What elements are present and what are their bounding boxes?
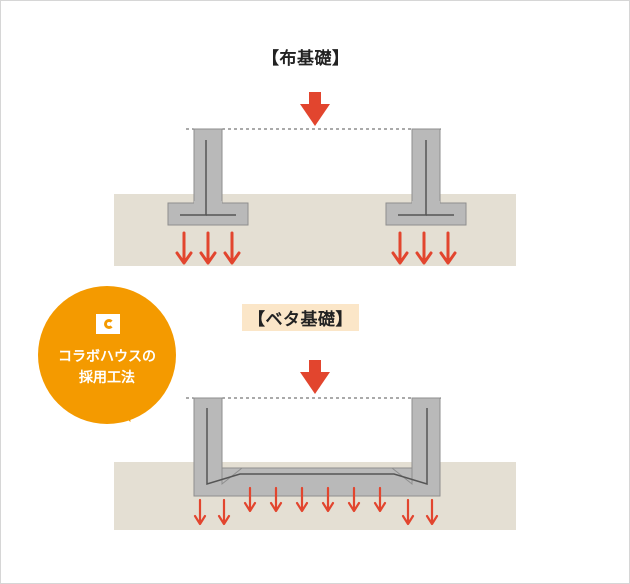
nuno-right-footing xyxy=(385,128,467,226)
nuno-load-arrow-icon xyxy=(300,92,330,126)
beta-kiso-diagram xyxy=(114,360,516,530)
badge-text-line2: 採用工法 xyxy=(79,370,135,386)
nuno-reaction-arrows xyxy=(175,231,457,265)
beta-rebar xyxy=(206,408,428,486)
adopted-method-badge xyxy=(38,286,176,424)
nuno-kiso-diagram xyxy=(114,92,516,266)
badge-text-line1: コラボハウスの xyxy=(58,349,156,365)
nuno-left-footing xyxy=(167,128,249,226)
nuno-kiso-title: 【布基礎】 xyxy=(262,49,350,69)
beta-load-arrow-icon xyxy=(300,360,330,394)
collabo-logo-icon xyxy=(96,314,120,334)
beta-reaction-arrows xyxy=(193,486,439,526)
beta-kiso-title: 【ベタ基礎】 xyxy=(242,304,359,331)
beta-slab xyxy=(193,397,441,497)
